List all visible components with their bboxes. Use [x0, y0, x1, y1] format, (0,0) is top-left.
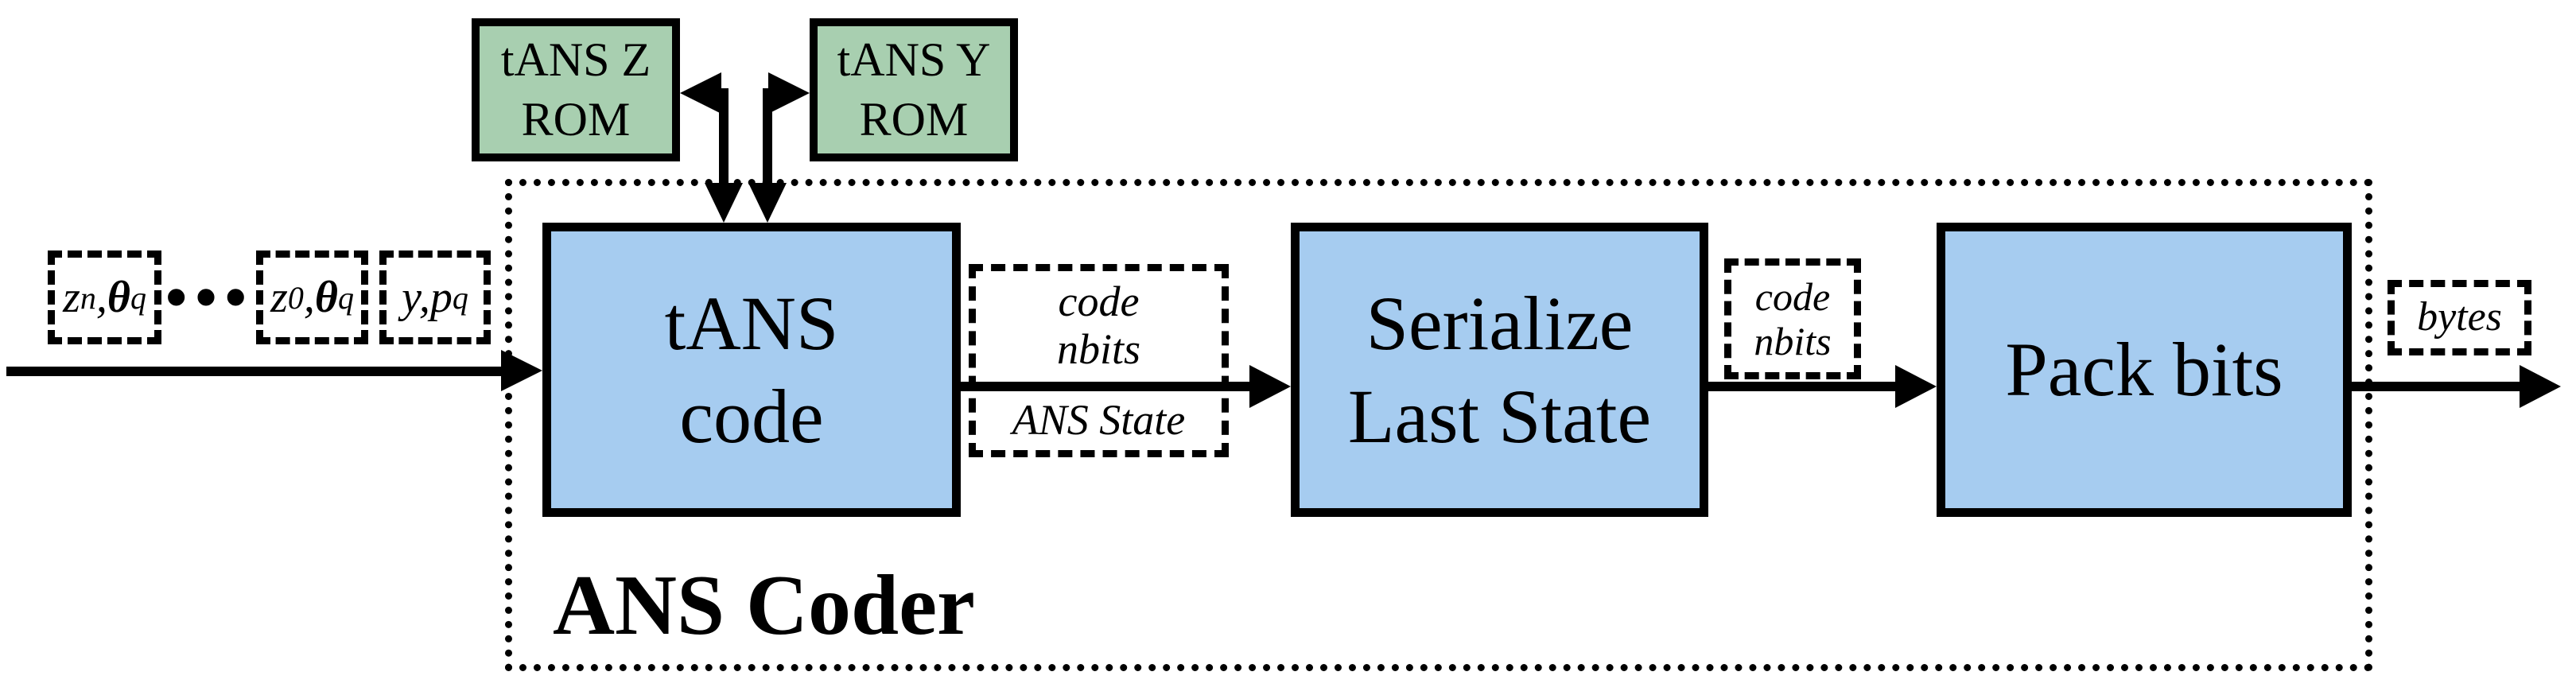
bytes-signal-box: bytes — [2388, 280, 2531, 355]
zn-sub: n — [80, 279, 96, 316]
input-arrow-line — [6, 367, 503, 376]
input-arrowhead — [501, 350, 542, 391]
nbits-signal-box: code nbits — [1724, 258, 1861, 379]
ypq-base: y,p — [402, 273, 453, 322]
rom-z-label-line2: ROM — [521, 93, 631, 146]
ypq-sub: q — [452, 279, 468, 316]
rom-z-connector-line — [719, 88, 729, 184]
z0-sub: 0 — [287, 279, 304, 316]
ellipsis-dots: ••• — [165, 262, 254, 332]
tans-code-label-line1: tANS — [664, 280, 839, 366]
pack-bits-label: Pack bits — [2005, 327, 2283, 413]
zn-theta-sub: q — [130, 279, 146, 316]
ans-coder-boundary — [505, 179, 2372, 671]
serialize-block: Serialize Last State — [1291, 223, 1708, 517]
tans-code-block: tANS code — [542, 223, 961, 517]
ans-coder-label: ANS Coder — [553, 558, 975, 653]
zn-sep: , — [95, 273, 107, 322]
zn-base: z — [63, 273, 80, 322]
rom-y-down-arrowhead — [748, 183, 787, 223]
state-signal-nbits: nbits — [1056, 325, 1141, 374]
nbits-signal-code: code — [1754, 274, 1831, 319]
nbits-signal-label: code nbits — [1754, 274, 1831, 363]
pack-bits-block: Pack bits — [1937, 223, 2352, 517]
output-arrowhead — [2520, 365, 2561, 408]
rom-y-label-line1: tANS Y — [837, 33, 991, 86]
zn-theta: θ — [107, 273, 130, 322]
nbits-signal-nbits: nbits — [1754, 319, 1832, 363]
serialize-label-line1: Serialize — [1366, 280, 1634, 366]
rom-y-label-line2: ROM — [859, 93, 969, 146]
nbits-arrowhead — [1895, 365, 1937, 408]
output-arrow-line — [2352, 382, 2520, 391]
rom-z-label-line1: tANS Z — [500, 33, 651, 86]
tans-code-label-line2: code — [679, 374, 824, 459]
z0-theta-sub: q — [337, 279, 354, 316]
z0-theta: θ — [314, 273, 338, 322]
rom-y-arrowhead — [768, 72, 810, 114]
nbits-arrow-line — [1708, 382, 1899, 391]
rom-z-down-arrowhead — [705, 183, 743, 223]
rom-z-arrowhead — [680, 72, 721, 114]
state-arrowhead — [1249, 365, 1291, 408]
state-signal-box: code nbits ANS State — [969, 264, 1229, 457]
state-signal-code: code — [1058, 278, 1140, 325]
serialize-label-line2: Last State — [1347, 374, 1652, 459]
z0-base: z — [270, 273, 288, 322]
state-signal-bottom-label: ANS State — [1012, 395, 1186, 444]
state-arrow-line — [961, 382, 1253, 391]
rom-z-box: tANS Z ROM — [472, 18, 680, 161]
rom-y-box: tANS Y ROM — [810, 18, 1018, 161]
bytes-signal-label: bytes — [2417, 294, 2502, 340]
z0-sep: , — [303, 273, 315, 322]
state-signal-top-label: code nbits — [976, 278, 1222, 374]
